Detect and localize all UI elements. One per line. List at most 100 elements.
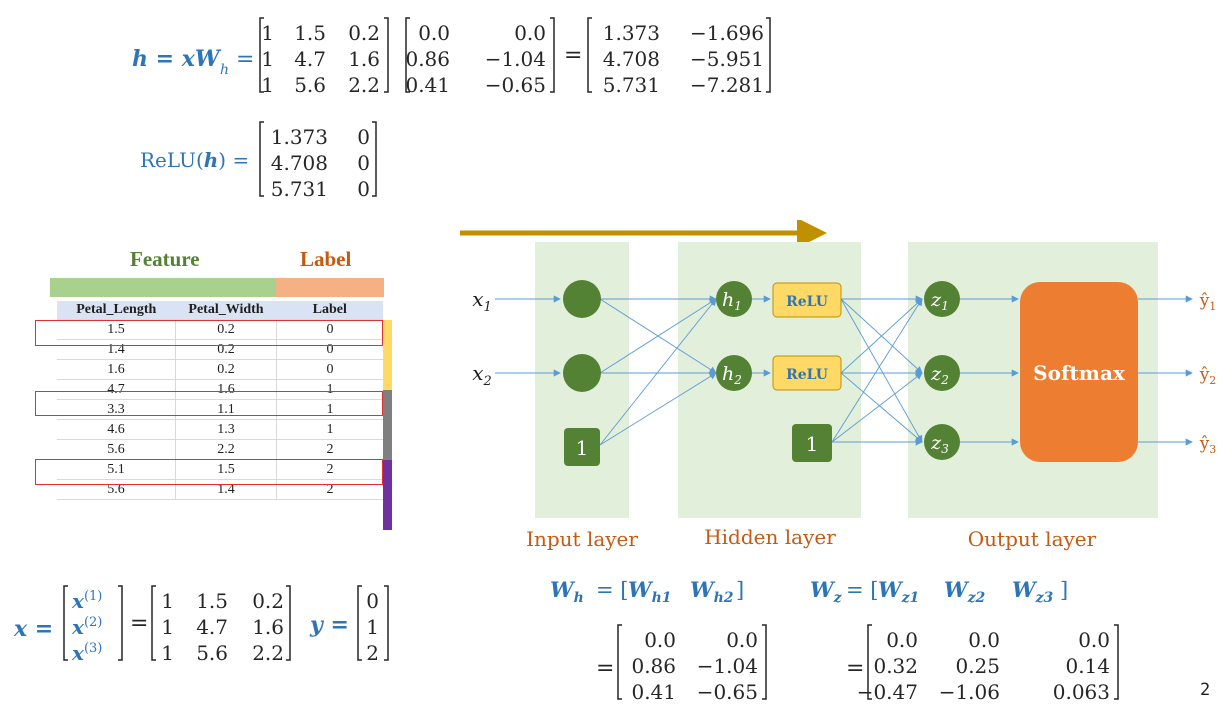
column-header: Petal_Length bbox=[57, 301, 176, 320]
eq-h-equals-2: = bbox=[564, 43, 582, 68]
wz-matrix-cell: 0.0 bbox=[1078, 628, 1110, 652]
table-cell: 5.6 bbox=[57, 439, 176, 460]
x-data-cell: 0.2 bbox=[252, 589, 284, 613]
hidden-bias-node bbox=[792, 424, 832, 462]
wz-equals: = [ bbox=[846, 578, 878, 602]
wh-close: ] bbox=[736, 578, 744, 602]
eq-h-lhs: h = xW bbox=[132, 46, 222, 72]
wh-def-2: Wh2 bbox=[690, 577, 734, 606]
table-cell: 0.2 bbox=[175, 319, 277, 340]
output-node-z3-label: z3 bbox=[930, 432, 949, 456]
eq-h-equals: = bbox=[236, 47, 254, 72]
x-matrix-cell: 1 bbox=[261, 21, 274, 45]
wh-matrix-cell: 0.41 bbox=[631, 680, 676, 704]
softmax-box bbox=[1020, 282, 1138, 462]
relu-matrix-cell: 1.373 bbox=[271, 125, 328, 149]
table-cell: 2.2 bbox=[175, 439, 277, 460]
table-cell: 1 bbox=[276, 419, 383, 440]
output-layer-label: Output layer bbox=[968, 527, 1097, 551]
wz-lhs: Wz bbox=[810, 577, 843, 606]
x-data-cell: 1 bbox=[161, 589, 174, 613]
x-matrix-cell: 0.2 bbox=[348, 21, 380, 45]
output-node-z2 bbox=[924, 355, 960, 391]
label-bar bbox=[276, 278, 384, 297]
result-matrix-cell: 5.731 bbox=[603, 73, 660, 97]
network-diagram: x1 x2 1 h1 h2 ReLU ReLU 1 z1 z2 z3 Softm… bbox=[460, 220, 1217, 551]
label-header: Label bbox=[300, 247, 352, 271]
relu-box-2 bbox=[772, 355, 842, 391]
hidden-node-1 bbox=[716, 281, 752, 317]
input-bias-node bbox=[564, 428, 600, 466]
result-matrix-cell: 4.708 bbox=[603, 47, 660, 71]
relu-label-1: ReLU bbox=[786, 294, 828, 310]
input-bias-label: 1 bbox=[576, 436, 589, 460]
weight-equations: Wh = [ Wh1 Wh2 ] Wz = [ Wz1 Wz2 Wz3 ] = … bbox=[550, 577, 1119, 704]
wz-def-3: Wz3 bbox=[1012, 577, 1054, 606]
class-bar-0 bbox=[383, 320, 392, 390]
relu-eq-lhs: ReLU(h) = bbox=[140, 148, 249, 172]
hidden-node-1-label: h1 bbox=[722, 289, 742, 313]
hidden-bias-label: 1 bbox=[806, 432, 819, 456]
wh-lhs: Wh bbox=[550, 577, 584, 606]
page-number: 2 bbox=[1200, 680, 1211, 700]
x-data-cell: 1.6 bbox=[252, 615, 284, 639]
result-matrix-cell: −5.951 bbox=[690, 47, 764, 71]
table-cell: 1.1 bbox=[175, 399, 277, 420]
wz-matrix-cell: 0.0 bbox=[886, 628, 918, 652]
eq-x-lhs: x = bbox=[13, 616, 53, 642]
table-cell: 2 bbox=[276, 459, 383, 480]
wh-matrix-cell: 0.0 bbox=[726, 628, 758, 652]
wh-def-1: Wh1 bbox=[628, 577, 672, 606]
x-sample-vector: x(3) bbox=[71, 641, 102, 665]
wz-matrix-cell: 0.32 bbox=[873, 654, 918, 678]
w-matrix-cell: 0.41 bbox=[405, 73, 450, 97]
table-cell: 0.2 bbox=[175, 339, 277, 360]
highlight-row-7 bbox=[35, 459, 383, 485]
table-cell: 4.7 bbox=[57, 379, 176, 400]
wz-def-1: Wz1 bbox=[878, 577, 919, 606]
table-cell: 1.5 bbox=[175, 459, 277, 480]
eq-x-equals: = bbox=[130, 611, 148, 636]
hidden-layer-label: Hidden layer bbox=[704, 525, 836, 549]
relu-matrix-cell: 4.708 bbox=[271, 151, 328, 175]
class-bar-1 bbox=[383, 390, 392, 460]
column-header: Label bbox=[276, 301, 383, 320]
w-matrix-cell: −1.04 bbox=[485, 47, 546, 71]
hidden-node-2-label: h2 bbox=[722, 363, 742, 387]
x-data-cell: 5.6 bbox=[196, 641, 228, 665]
w-matrix-cell: 0.86 bbox=[405, 47, 450, 71]
eq-h-lhs-sub: h bbox=[220, 62, 229, 78]
result-matrix-cell: −1.696 bbox=[690, 21, 764, 45]
table-cell: 2 bbox=[276, 439, 383, 460]
highlight-row-4 bbox=[35, 391, 383, 416]
table-cell: 1.5 bbox=[57, 319, 176, 340]
output-node-z1 bbox=[924, 281, 960, 317]
input-x2: x2 bbox=[472, 361, 492, 389]
input-x1: x1 bbox=[472, 287, 492, 315]
table-cell: 1 bbox=[276, 379, 383, 400]
wh-matrix-cell: −1.04 bbox=[697, 654, 758, 678]
table-cell: 0 bbox=[276, 319, 383, 340]
wh-matrix-cell: −0.65 bbox=[697, 680, 758, 704]
wh-matrix-cell: 0.0 bbox=[644, 628, 676, 652]
output-node-z1-label: z1 bbox=[930, 289, 949, 313]
x-sample-vector: x(1) bbox=[71, 589, 102, 613]
table-cell: 1.3 bbox=[175, 419, 277, 440]
result-matrix-cell: −7.281 bbox=[690, 73, 764, 97]
wz-matrix-cell: −1.06 bbox=[939, 680, 1000, 704]
wz-close: ] bbox=[1060, 578, 1068, 602]
wh-matrix-equals: = bbox=[596, 656, 614, 681]
output-node-z2-label: z2 bbox=[930, 363, 949, 387]
relu-box-1 bbox=[772, 282, 842, 318]
wz-matrix-cell: 0.25 bbox=[955, 654, 1000, 678]
x-data-cell: 1 bbox=[161, 615, 174, 639]
table-cell: 0.2 bbox=[175, 359, 277, 380]
table-cell: 1.6 bbox=[175, 379, 277, 400]
output-y3: ŷ3 bbox=[1199, 434, 1217, 456]
